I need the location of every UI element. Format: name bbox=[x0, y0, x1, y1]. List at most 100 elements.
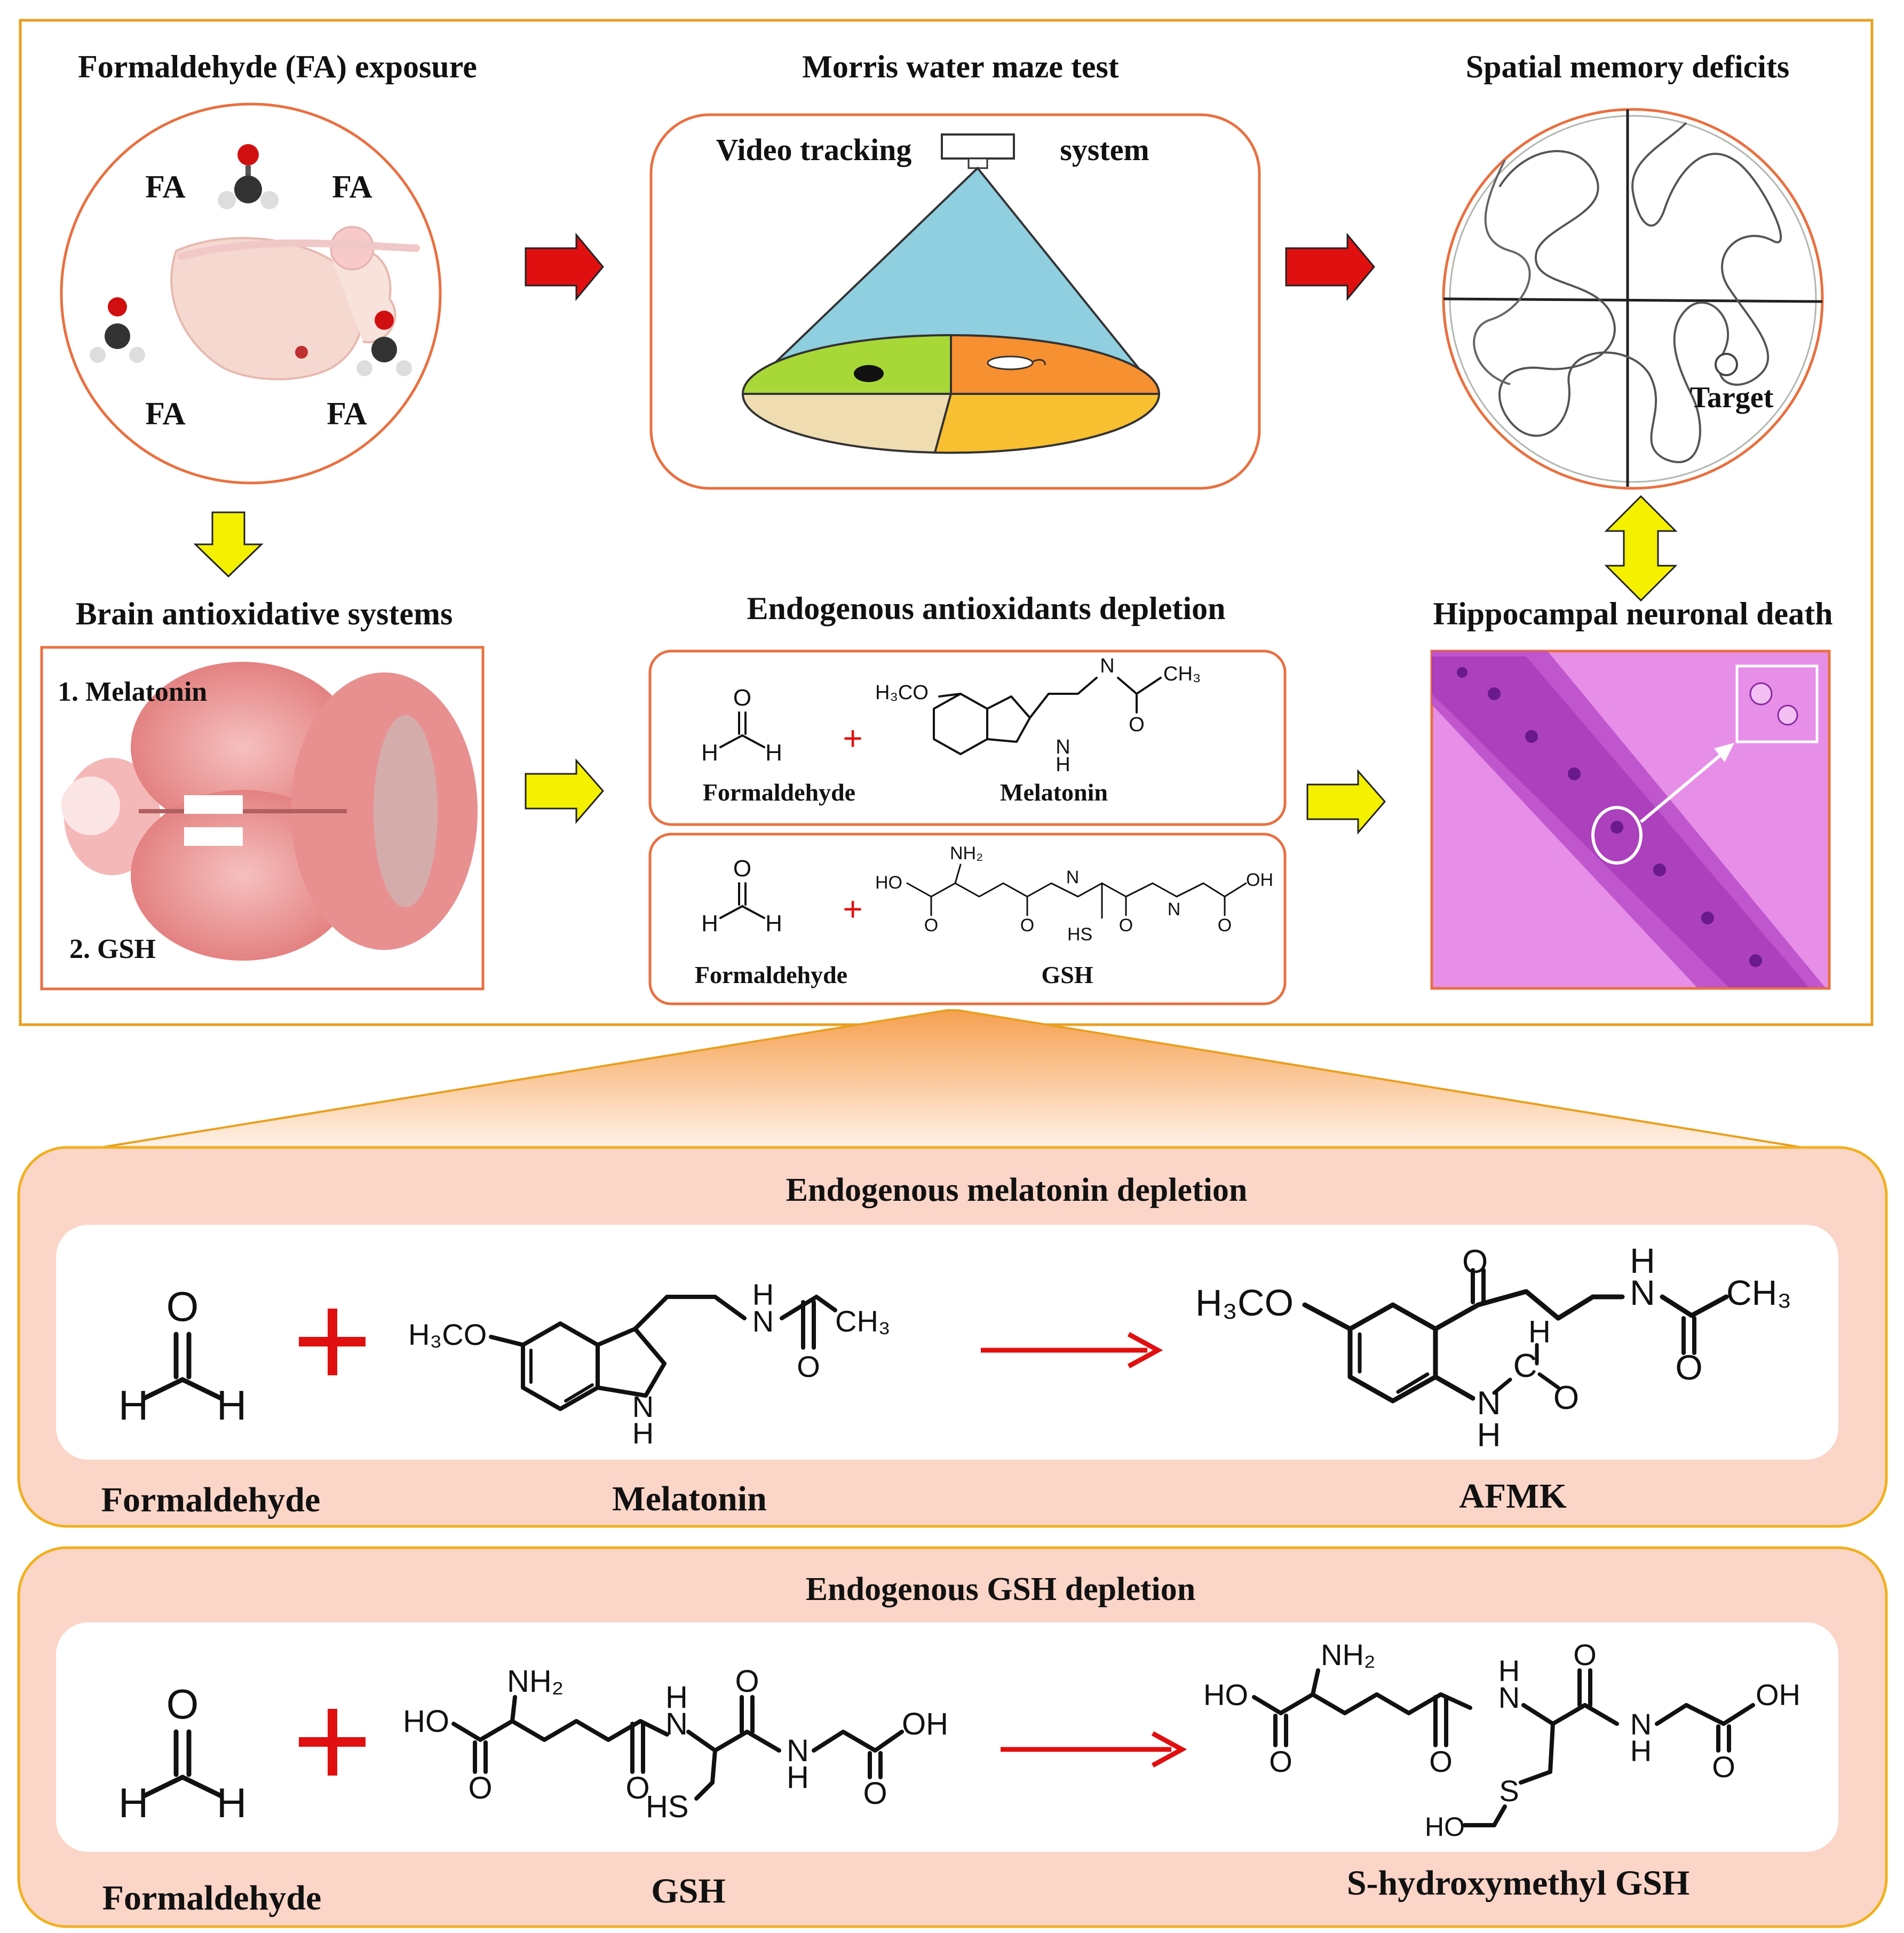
svg-text:O: O bbox=[733, 855, 751, 882]
svg-text:O: O bbox=[468, 1771, 492, 1805]
formaldehyde-molecule-icon bbox=[356, 311, 412, 376]
gsh-label-gsh: GSH bbox=[651, 1872, 725, 1911]
svg-text:H: H bbox=[665, 1680, 688, 1715]
svg-text:H: H bbox=[1498, 1654, 1520, 1688]
fa-label: FA bbox=[145, 396, 186, 431]
gsh-reaction-panel bbox=[56, 1622, 1838, 1852]
svg-text:O: O bbox=[1020, 915, 1034, 936]
fa-label: FA bbox=[145, 169, 186, 204]
svg-text:O: O bbox=[166, 1283, 199, 1330]
svg-text:CH₃: CH₃ bbox=[1726, 1273, 1791, 1312]
svg-text:O: O bbox=[1462, 1243, 1488, 1280]
svg-text:H: H bbox=[765, 910, 782, 937]
fa-label: FA bbox=[327, 396, 367, 431]
afmk-structure: H₃CO O H N CH₃ O N H C H O bbox=[1195, 1241, 1791, 1454]
svg-text:HO: HO bbox=[875, 873, 902, 893]
melatonin-label-melatonin: Melatonin bbox=[612, 1479, 767, 1518]
svg-text:CH₃: CH₃ bbox=[835, 1304, 891, 1338]
svg-text:N: N bbox=[1066, 867, 1080, 888]
svg-text:O: O bbox=[797, 1350, 820, 1383]
svg-text:H₃CO: H₃CO bbox=[408, 1318, 487, 1351]
formaldehyde-structure-small: O H H bbox=[701, 855, 782, 937]
yellow-arrow-icon bbox=[525, 758, 604, 825]
melatonin-section-title: Endogenous melatonin depletion bbox=[786, 1172, 1248, 1208]
gsh-label-formaldehyde: Formaldehyde bbox=[102, 1879, 322, 1918]
svg-text:O: O bbox=[166, 1681, 199, 1728]
svg-text:OH: OH bbox=[1246, 870, 1273, 890]
svg-text:CH₃: CH₃ bbox=[1163, 663, 1201, 685]
formaldehyde-structure: O H H bbox=[118, 1681, 247, 1826]
svg-text:O: O bbox=[924, 915, 938, 936]
svg-text:H: H bbox=[1477, 1417, 1501, 1454]
svg-text:NH₂: NH₂ bbox=[1321, 1638, 1376, 1671]
red-arrow-icon bbox=[1285, 232, 1375, 302]
svg-text:O: O bbox=[1712, 1750, 1735, 1784]
histology-image bbox=[1430, 649, 1831, 990]
svg-text:HO: HO bbox=[1203, 1678, 1248, 1712]
video-tracking-label: Video tracking bbox=[716, 132, 912, 167]
svg-text:H: H bbox=[118, 1382, 148, 1429]
svg-text:H: H bbox=[632, 1416, 654, 1450]
formaldehyde-structure: O H H bbox=[118, 1283, 247, 1429]
gsh-section-title: Endogenous GSH depletion bbox=[806, 1571, 1195, 1607]
morris-title: Morris water maze test bbox=[802, 49, 1119, 84]
svg-text:O: O bbox=[1429, 1745, 1453, 1778]
reaction-arrow-icon bbox=[981, 1332, 1163, 1368]
svg-text:O: O bbox=[1218, 915, 1232, 936]
svg-text:H: H bbox=[701, 910, 718, 937]
svg-text:N: N bbox=[1498, 1681, 1520, 1714]
brain-image bbox=[61, 662, 478, 961]
system-label: system bbox=[1060, 132, 1149, 167]
swim-path bbox=[1473, 160, 1531, 385]
swim-path bbox=[1498, 122, 1782, 463]
target-platform bbox=[1715, 353, 1738, 376]
plus-icon bbox=[299, 1709, 366, 1776]
svg-text:O: O bbox=[1269, 1745, 1292, 1778]
svg-text:H₃CO: H₃CO bbox=[875, 682, 929, 704]
brain-item-melatonin: 1. Melatonin bbox=[58, 677, 207, 707]
svg-text:O: O bbox=[733, 685, 751, 711]
svg-text:H₃CO: H₃CO bbox=[1195, 1282, 1294, 1324]
svg-text:N: N bbox=[632, 1390, 654, 1423]
gsh-structure: HO NH₂ O O H N HS O N H O OH bbox=[403, 1664, 948, 1824]
svg-text:O: O bbox=[1573, 1638, 1597, 1671]
svg-text:OH: OH bbox=[1756, 1678, 1800, 1712]
depletion-title: Endogenous antioxidants depletion bbox=[747, 591, 1226, 626]
small-label-formaldehyde: Formaldehyde bbox=[695, 961, 847, 988]
melatonin-structure: H₃CO H N CH₃ O N H bbox=[408, 1278, 891, 1450]
melatonin-structure-small: H₃CO N H N CH₃ O bbox=[875, 655, 1201, 776]
formaldehyde-molecule-icon bbox=[218, 144, 279, 209]
melatonin-label-formaldehyde: Formaldehyde bbox=[101, 1480, 321, 1519]
formaldehyde-molecule-icon bbox=[90, 297, 145, 363]
svg-text:H: H bbox=[787, 1760, 809, 1795]
svg-text:H: H bbox=[217, 1382, 247, 1429]
camera-icon bbox=[941, 133, 1015, 160]
small-reaction-box-melatonin bbox=[648, 649, 1287, 826]
camera-mount bbox=[967, 157, 988, 169]
svg-text:S: S bbox=[1499, 1774, 1519, 1808]
svg-text:N: N bbox=[787, 1733, 809, 1768]
small-label-formaldehyde: Formaldehyde bbox=[703, 779, 855, 806]
svg-text:O: O bbox=[625, 1771, 649, 1805]
svg-text:H: H bbox=[1528, 1314, 1551, 1349]
mouse-image bbox=[170, 226, 420, 381]
svg-text:N: N bbox=[1056, 736, 1070, 758]
yellow-arrow-icon bbox=[1306, 769, 1386, 835]
reaction-arrow-icon bbox=[1001, 1731, 1187, 1768]
svg-text:H: H bbox=[118, 1779, 148, 1826]
svg-text:H: H bbox=[701, 740, 718, 766]
fa-label: FA bbox=[332, 169, 372, 204]
svg-text:H: H bbox=[217, 1779, 247, 1826]
plus-sign: + bbox=[843, 890, 862, 928]
plus-sign: + bbox=[843, 719, 862, 757]
small-reaction-box-gsh bbox=[648, 833, 1287, 1005]
plus-icon bbox=[299, 1309, 366, 1375]
svg-text:H: H bbox=[1056, 754, 1070, 776]
yellow-double-arrow-icon bbox=[1604, 495, 1678, 602]
svg-text:HO: HO bbox=[1425, 1812, 1465, 1842]
svg-text:O: O bbox=[863, 1776, 887, 1811]
svg-text:C: C bbox=[1513, 1348, 1537, 1384]
red-arrow-icon bbox=[525, 232, 604, 302]
svg-text:H: H bbox=[765, 740, 782, 766]
water-pool bbox=[741, 334, 1161, 454]
